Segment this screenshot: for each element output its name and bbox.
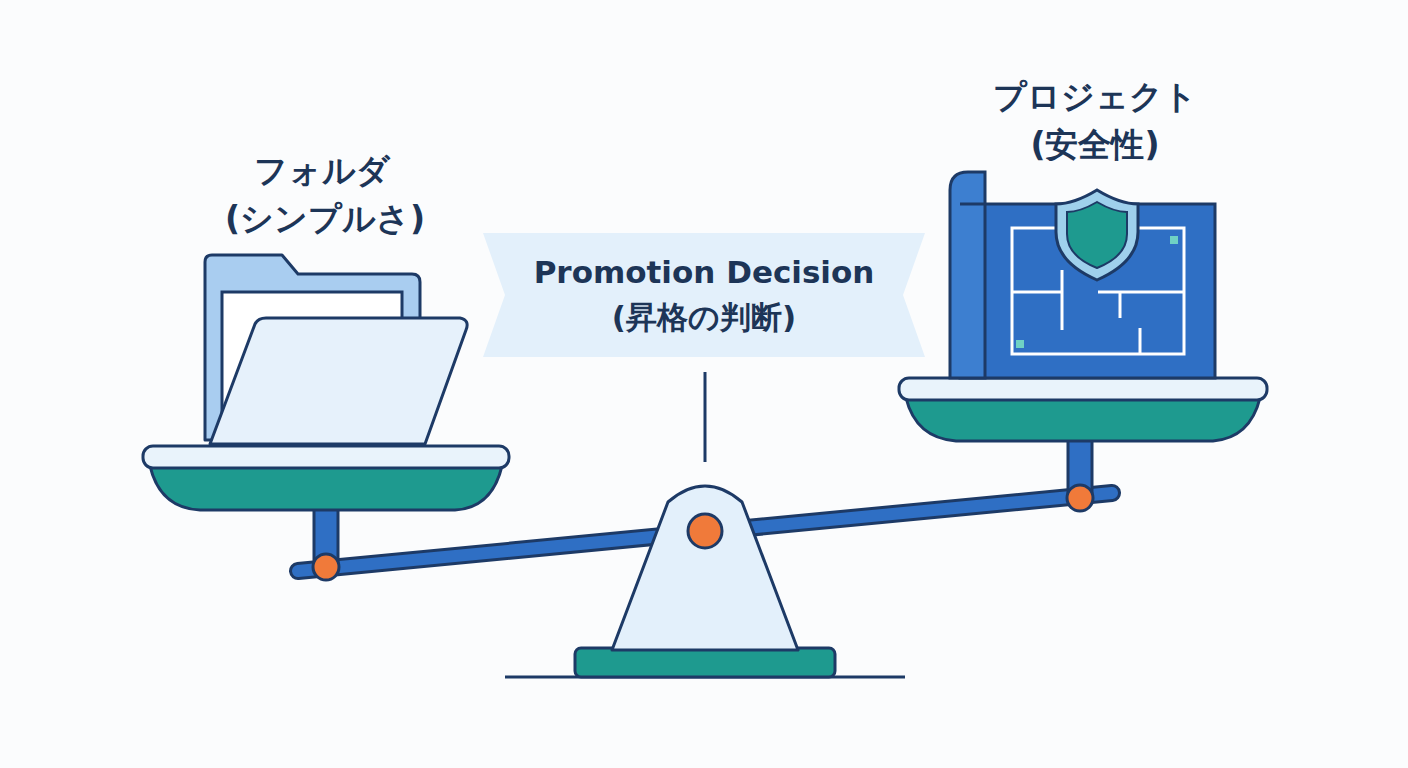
pan-label: (安全性)	[1030, 126, 1159, 164]
pan-label: フォルダ	[254, 152, 390, 190]
joint	[313, 554, 339, 580]
pivot	[688, 514, 722, 548]
pan-bowl	[906, 398, 1260, 441]
pointer-line	[704, 372, 707, 462]
pan-label: プロジェクト	[993, 78, 1197, 116]
pan-bowl	[150, 466, 502, 510]
ribbon-shape	[483, 233, 925, 357]
pan-plate	[143, 446, 509, 468]
banner-node: Promotion Decision(昇格の判断)	[483, 233, 925, 357]
banner-text: (昇格の判断)	[612, 295, 796, 340]
shield-icon	[1056, 190, 1138, 280]
ribbon-fill	[483, 233, 925, 357]
fulcrum	[612, 486, 798, 650]
banner-text: Promotion Decision	[534, 250, 875, 295]
folder-icon	[205, 255, 467, 444]
pan-label: (シンプルさ)	[225, 200, 425, 238]
pan-plate	[899, 378, 1267, 400]
joint	[1067, 485, 1093, 511]
scale-base	[575, 648, 835, 677]
blueprint-icon	[950, 172, 1215, 378]
